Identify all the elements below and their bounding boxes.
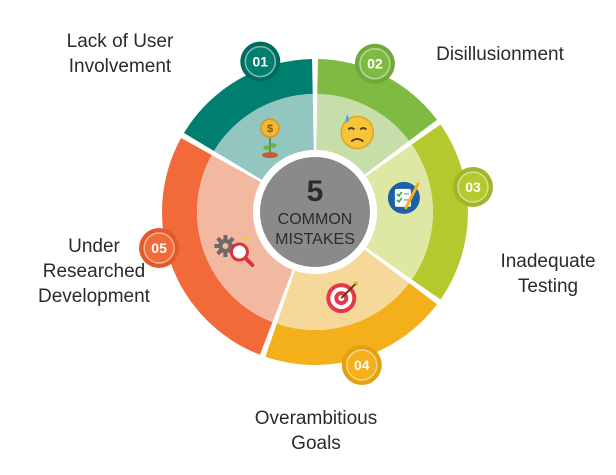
badge-number: 03 xyxy=(465,179,481,195)
badge-circle xyxy=(346,349,378,381)
segment-outer-ring xyxy=(411,124,468,300)
badge-number: 05 xyxy=(151,240,167,256)
sad-face-icon xyxy=(340,114,375,150)
label-under-researched-development: Under Researched Development xyxy=(16,234,172,309)
badge-05: 05 xyxy=(139,228,180,268)
svg-text:$: $ xyxy=(267,123,273,135)
segment-outer-ring xyxy=(317,59,438,141)
badge-number: 04 xyxy=(354,357,370,373)
center-hub: 5 COMMON MISTAKES xyxy=(253,150,377,274)
badge-circle xyxy=(244,45,277,78)
label-line: Lack of User xyxy=(66,31,174,52)
label-line: Under xyxy=(68,236,120,257)
center-circle xyxy=(260,157,370,267)
checklist-icon xyxy=(387,181,420,214)
label-line: Disillusionment xyxy=(436,44,564,65)
label-line: Involvement xyxy=(68,56,172,77)
badge-03: 03 xyxy=(453,167,493,207)
badge-02: 02 xyxy=(354,43,395,84)
badge-number: 01 xyxy=(253,54,269,70)
badge-01: 01 xyxy=(240,41,281,82)
badge-circle xyxy=(359,47,391,80)
label-disillusionment: Disillusionment xyxy=(400,42,600,67)
label-line: Development xyxy=(38,286,150,307)
segment-inner-ring xyxy=(213,94,314,180)
label-line: Testing xyxy=(517,276,579,297)
center-line-2: MISTAKES xyxy=(275,231,355,248)
badge-04: 04 xyxy=(341,345,382,385)
label-inadequate-testing: Inadequate Testing xyxy=(478,249,616,299)
gear-search-icon xyxy=(214,234,255,267)
segment-outer-ring xyxy=(161,138,273,355)
label-overambitious-goals: Overambitious Goals xyxy=(216,406,416,456)
badge-circle xyxy=(457,171,489,203)
segment-outer-ring xyxy=(265,283,438,365)
center-number: 5 xyxy=(307,175,324,208)
label-line: Goals xyxy=(291,433,341,454)
label-line: Overambitious xyxy=(254,408,378,429)
money-plant-icon: $ xyxy=(260,118,280,159)
label-line: Inadequate xyxy=(500,251,596,272)
center-line-1: COMMON xyxy=(278,211,353,228)
segment-lack-of-user-involvement xyxy=(183,59,314,180)
badge-circle xyxy=(143,232,175,264)
segment-outer-ring xyxy=(183,59,313,152)
label-lack-of-user-involvement: Lack of User Involvement xyxy=(40,29,200,79)
target-icon xyxy=(326,281,359,314)
label-line: Researched xyxy=(42,261,146,282)
badge-number: 02 xyxy=(367,56,383,72)
